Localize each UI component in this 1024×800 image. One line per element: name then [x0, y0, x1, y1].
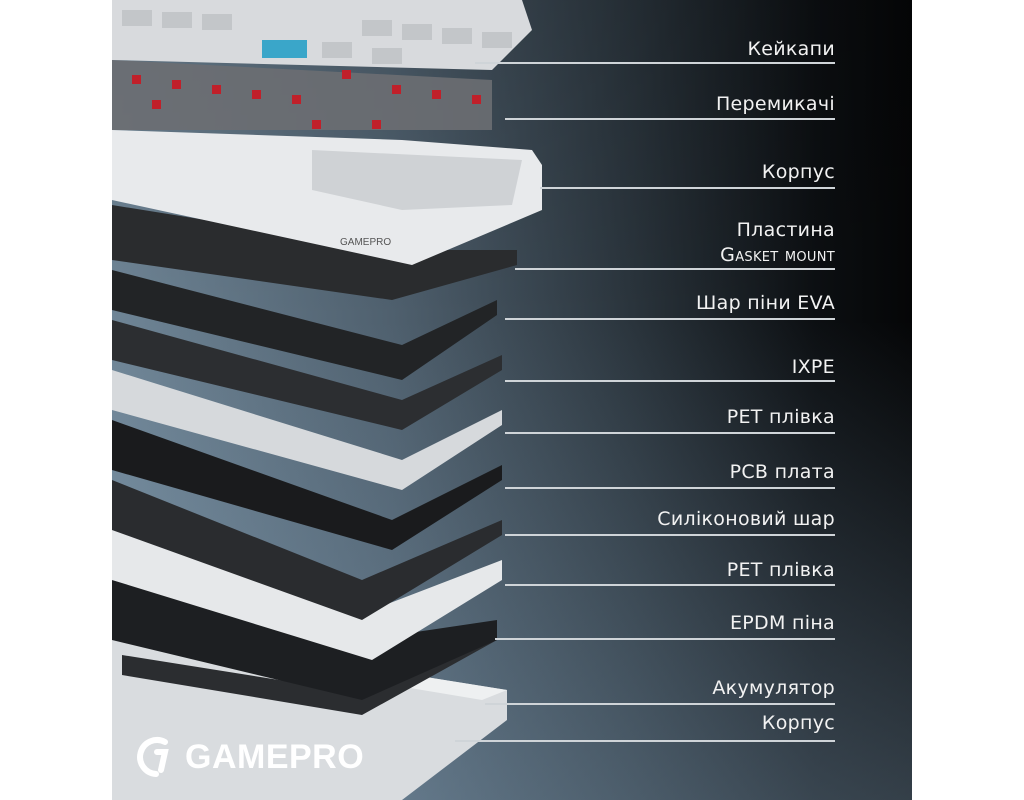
- gamepro-logo: GAMEPRO: [135, 736, 364, 778]
- leader-line: [505, 318, 835, 320]
- case-engraving: GAMEPRO: [340, 237, 391, 248]
- leader-line: [475, 62, 835, 64]
- leader-line: [505, 584, 835, 586]
- label-ixpe: IXPE: [791, 356, 835, 378]
- exploded-view-panel: GAMEPRO: [112, 0, 912, 800]
- silicone-layer: [112, 480, 502, 620]
- leader-line: [455, 740, 835, 742]
- leader-line: [495, 638, 835, 640]
- leader-line: [505, 118, 835, 120]
- label-silicone: Силіконовий шар: [657, 508, 835, 530]
- switches-layer: [112, 60, 492, 130]
- label-keycaps: Кейкапи: [747, 38, 835, 60]
- label-battery: Акумулятор: [712, 677, 835, 699]
- leader-line: [505, 432, 835, 434]
- bottom-case-layer: [112, 620, 507, 800]
- plate-layer: [112, 205, 517, 300]
- label-eva-foam: Шар піни EVA: [696, 292, 835, 314]
- label-pet-film-1: PET плівка: [726, 406, 835, 428]
- ixpe-layer: [112, 320, 502, 430]
- label-plate: Пластина: [736, 219, 835, 241]
- eva-foam-layer: [112, 270, 497, 380]
- label-pcb: PCB плата: [729, 461, 835, 483]
- keycaps-layer: [112, 0, 532, 70]
- logo-text: GAMEPRO: [185, 737, 365, 776]
- label-pet-film-2: PET плівка: [726, 559, 835, 581]
- label-switches: Перемикачі: [715, 93, 835, 115]
- epdm-foam-layer: [112, 580, 497, 700]
- leader-line: [515, 268, 835, 270]
- leader-line: [485, 703, 835, 705]
- leader-line: [505, 380, 835, 382]
- leader-line: [540, 187, 835, 189]
- keyboard-exploded-illustration: GAMEPRO: [112, 0, 542, 800]
- label-epdm-foam: EPDM піна: [730, 612, 835, 634]
- leader-line: [505, 487, 835, 489]
- gamepro-logo-icon: [137, 737, 169, 777]
- leader-line: [505, 534, 835, 536]
- label-gasket-mount: Gasket mount: [720, 244, 835, 266]
- label-bottom-case: Корпус: [761, 712, 835, 734]
- pcb-layer: [112, 420, 502, 550]
- label-top-case: Корпус: [761, 161, 835, 183]
- pet-film-layer-1: [112, 370, 502, 490]
